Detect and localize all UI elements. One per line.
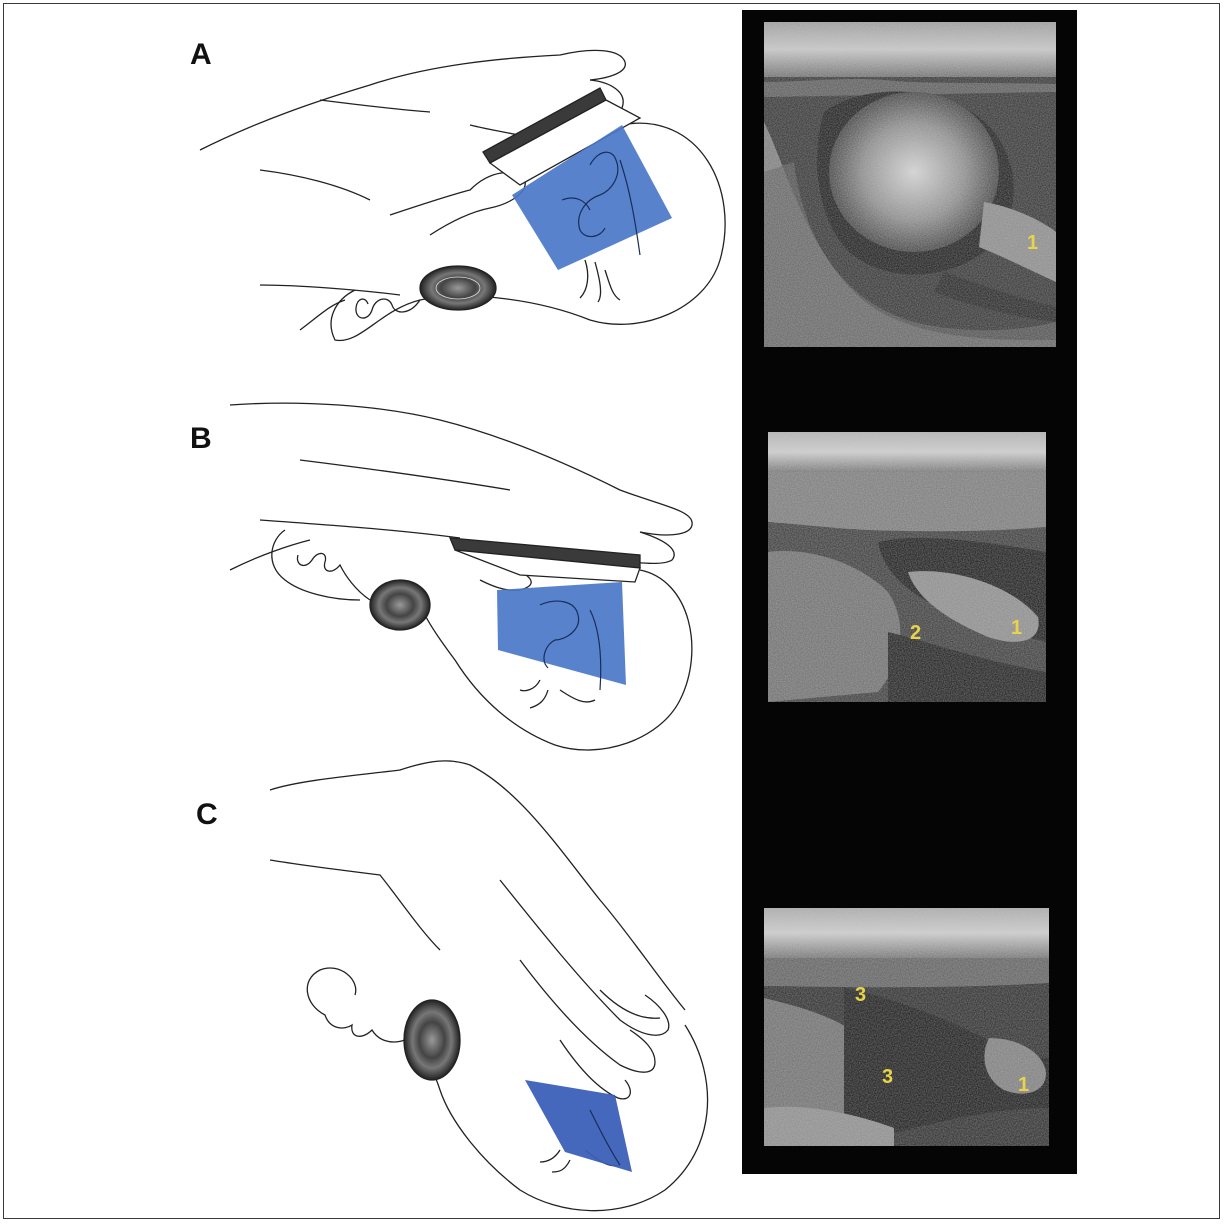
us-c-label-3-bottom: 3	[882, 1066, 893, 1089]
ultrasound-image-a: 1	[764, 22, 1056, 347]
ultrasound-image-c: 3 3 1	[764, 908, 1049, 1146]
us-a-label-1: 1	[1027, 232, 1038, 255]
panel-b-drawing	[230, 403, 692, 750]
panel-b-scan-plane	[497, 582, 626, 685]
ultrasound-image-b: 2 1	[768, 432, 1046, 702]
probe-hand-illustrations	[0, 0, 740, 1224]
panel-c-drawing	[270, 761, 708, 1211]
us-b-label-2: 2	[910, 622, 921, 645]
us-b-label-1: 1	[1011, 617, 1022, 640]
us-c-label-1: 1	[1018, 1074, 1029, 1097]
us-c-label-3-top: 3	[855, 984, 866, 1007]
